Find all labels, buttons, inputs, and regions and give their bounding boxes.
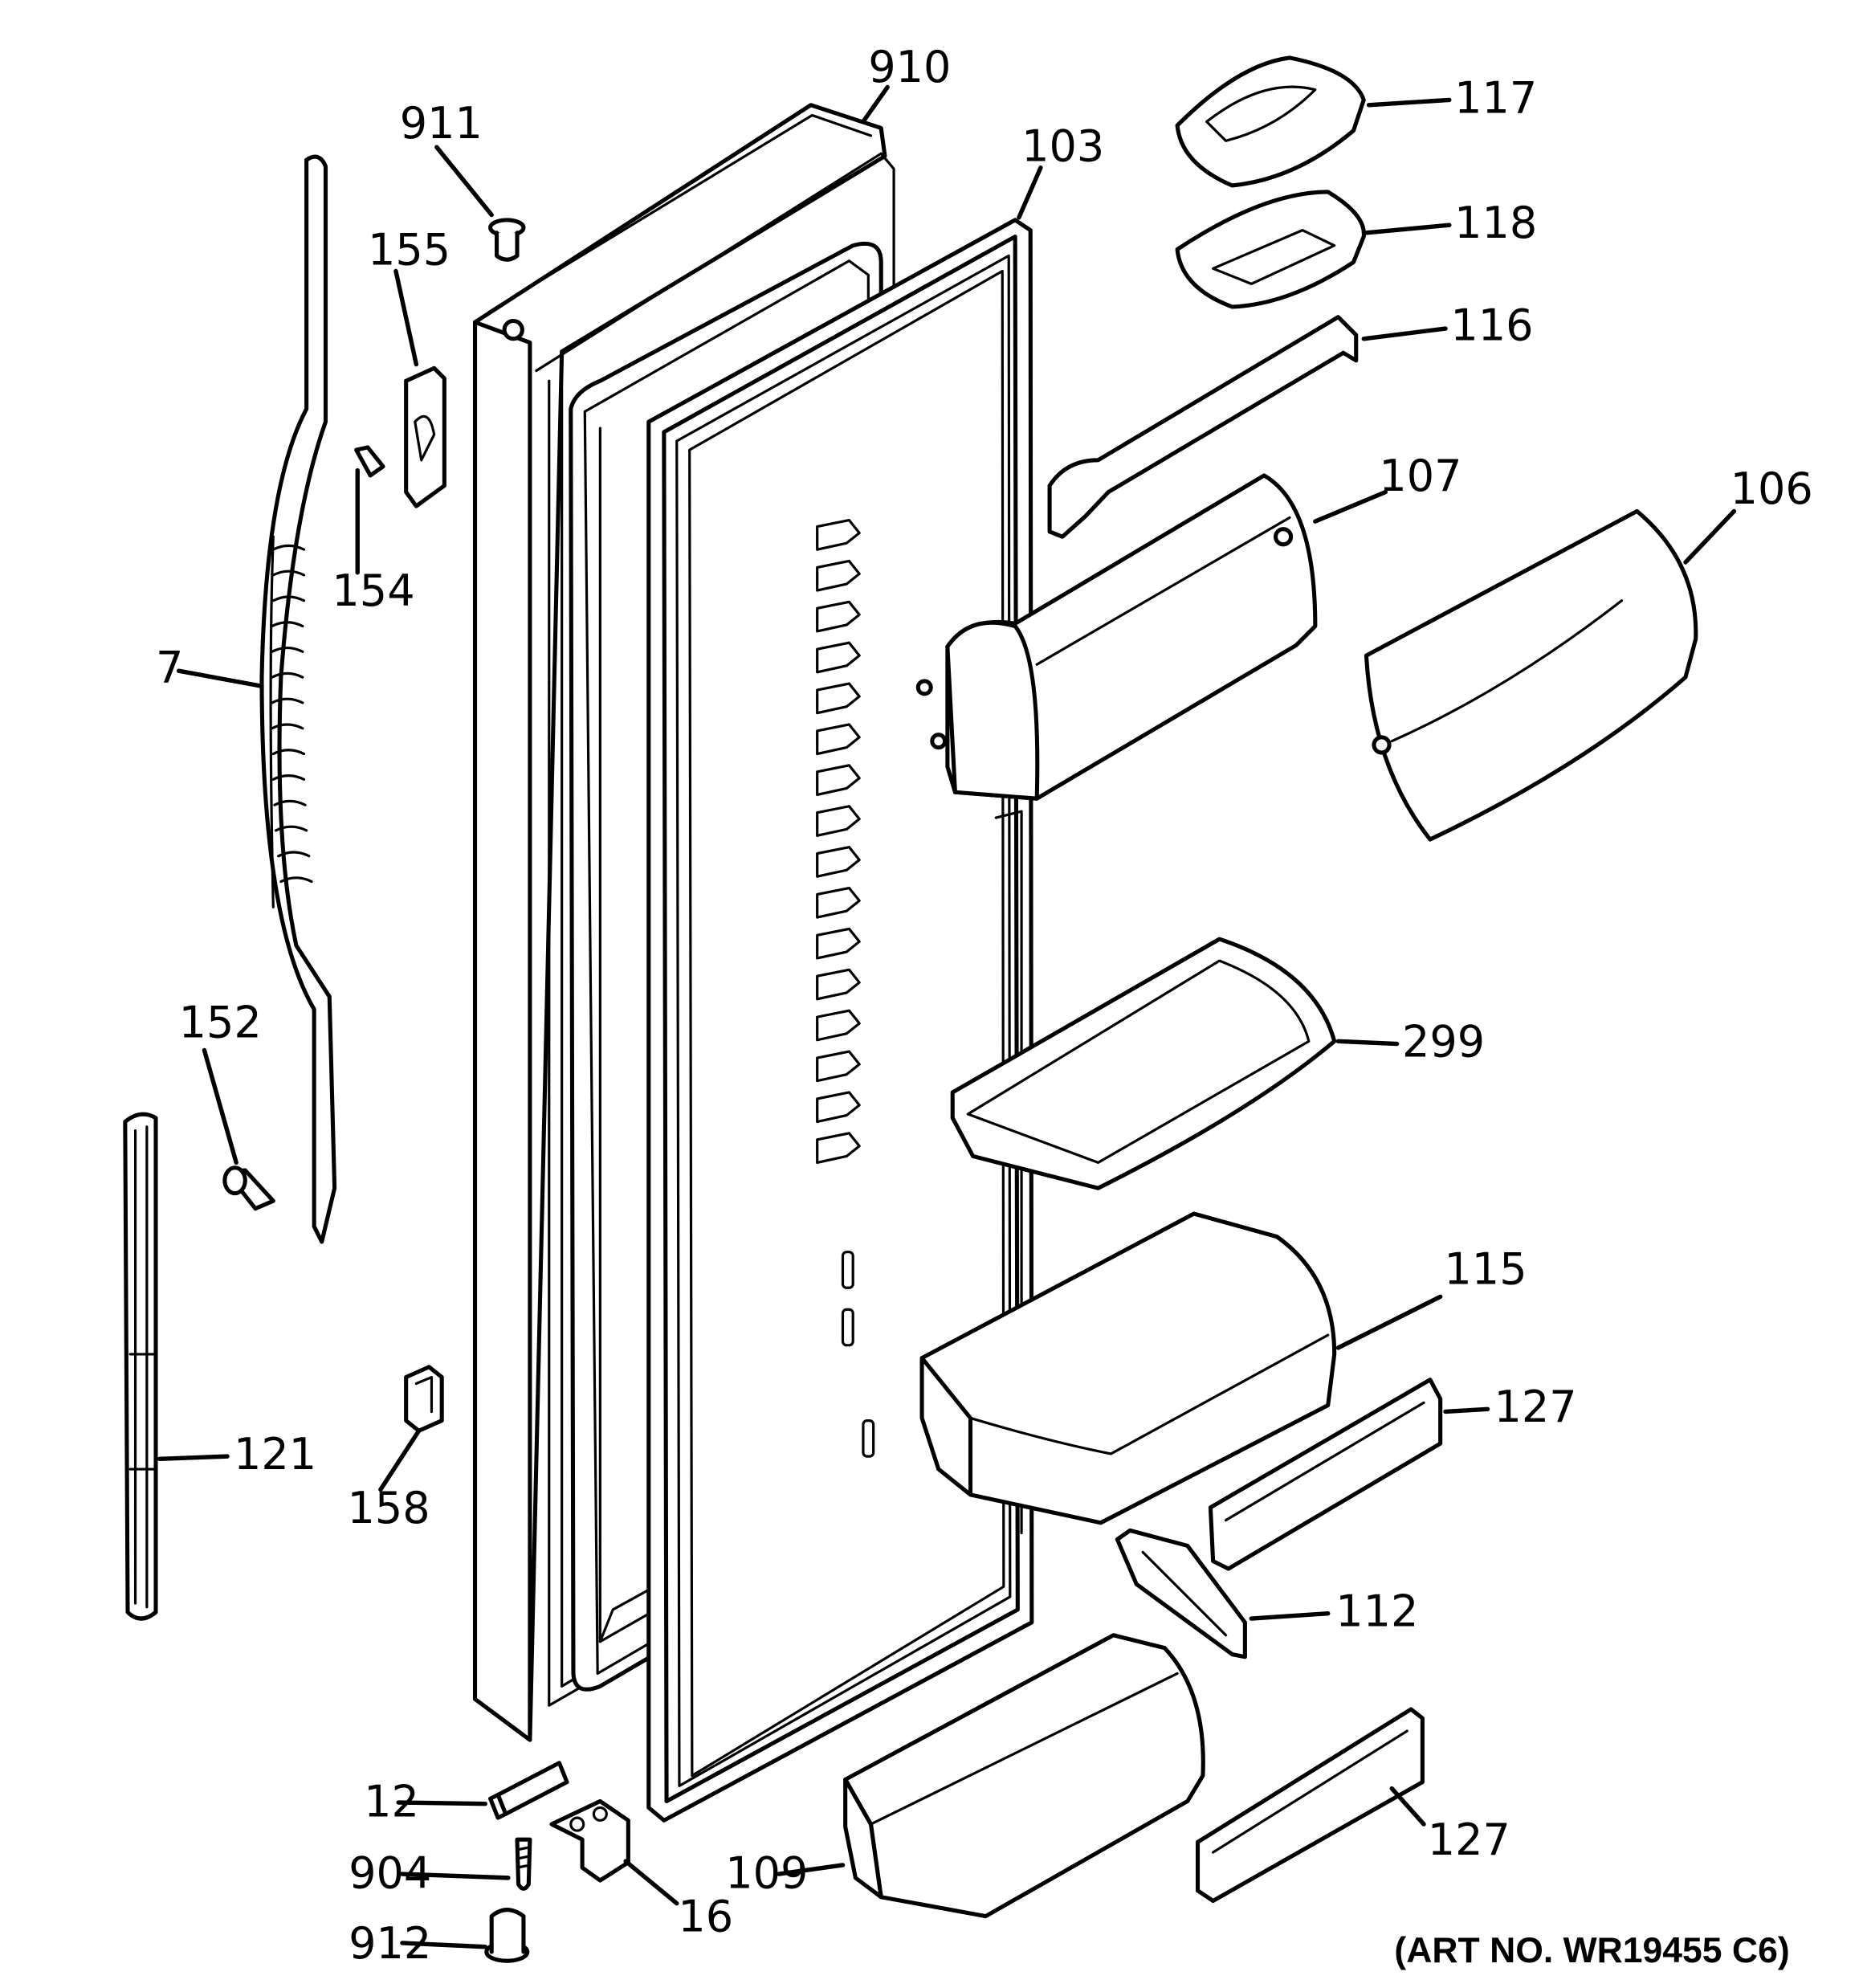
callout-107: 107 [1379, 451, 1461, 501]
callout-911: 911 [400, 98, 483, 149]
bin-107 [915, 473, 1318, 801]
screw-904 [515, 1837, 532, 1891]
screw-154 [354, 445, 385, 478]
divider-112 [1115, 1528, 1247, 1659]
dairy-cover-117 [1175, 55, 1366, 188]
callout-labels: 910 911 103 155 154 7 152 121 158 12 904… [156, 42, 1813, 1969]
callout-158: 158 [348, 1483, 430, 1533]
callout-155: 155 [368, 225, 450, 276]
callout-152: 152 [179, 998, 262, 1048]
callout-121: 121 [234, 1429, 316, 1480]
shelf-rib-hooks [816, 518, 875, 1458]
shelf-299 [950, 937, 1337, 1190]
door-stop-bracket [404, 365, 446, 508]
callout-127-upper: 127 [1494, 1382, 1576, 1432]
callout-115: 115 [1444, 1243, 1527, 1294]
door-outer-panel [472, 103, 895, 1742]
bushing-912 [484, 1908, 530, 1963]
callout-910: 910 [868, 42, 951, 92]
art-number: (ART NO. WR19455 C6) [1394, 1931, 1789, 1970]
callout-127-lower: 127 [1428, 1815, 1510, 1865]
callout-106: 106 [1731, 463, 1813, 514]
bin-109 [843, 1633, 1205, 1919]
lower-hinge-plate [488, 1761, 569, 1820]
callout-16: 16 [678, 1892, 733, 1942]
callout-904: 904 [349, 1848, 431, 1899]
callout-116: 116 [1450, 300, 1533, 350]
door-gasket [646, 218, 1034, 1823]
clip-158 [404, 1365, 444, 1433]
bin-front-127-lower [1195, 1707, 1425, 1904]
callout-117: 117 [1454, 72, 1537, 123]
callout-103: 103 [1021, 121, 1104, 172]
callout-912: 912 [349, 1918, 431, 1969]
screw-152 [222, 1165, 275, 1211]
dairy-tray-118 [1175, 190, 1366, 309]
callout-299: 299 [1402, 1016, 1485, 1067]
rail-116 [1047, 315, 1359, 539]
leader-lines [157, 84, 1737, 1949]
bin-front-127-upper [1208, 1378, 1443, 1571]
callout-7: 7 [156, 643, 183, 693]
callout-112: 112 [1335, 1586, 1418, 1637]
trim-strip [123, 1112, 158, 1621]
bin-115 [919, 1211, 1337, 1525]
callout-109: 109 [725, 1848, 808, 1899]
bin-106 [1364, 508, 1698, 842]
callout-154: 154 [332, 565, 414, 616]
callout-12: 12 [364, 1777, 419, 1827]
hinge-bracket-16 [549, 1798, 630, 1883]
door-handle [259, 154, 337, 1244]
hinge-bushing-911 [488, 218, 526, 262]
callout-118: 118 [1454, 198, 1537, 248]
